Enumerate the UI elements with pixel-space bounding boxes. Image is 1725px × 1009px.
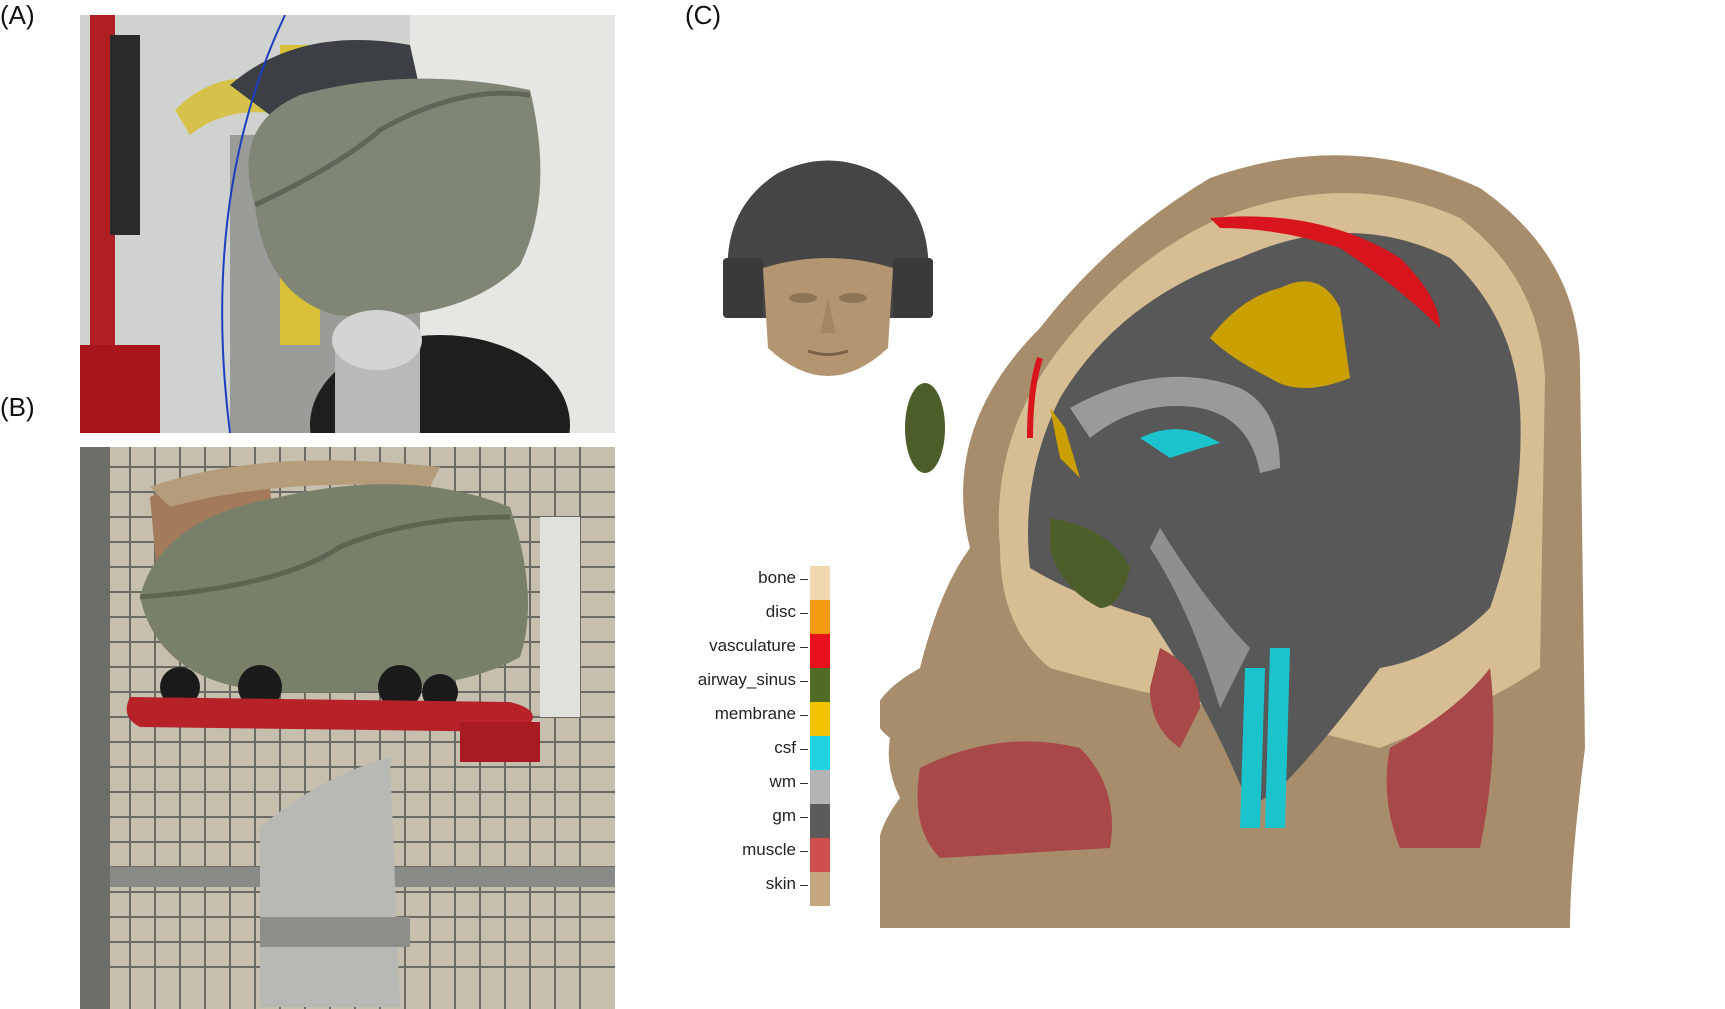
legend-swatch xyxy=(810,634,830,668)
legend-swatch xyxy=(810,702,830,736)
legend-swatch xyxy=(810,872,830,906)
panel-label-a: (A) xyxy=(0,0,35,30)
legend-tick xyxy=(800,817,808,818)
legend-label: airway_sinus xyxy=(697,670,796,689)
panel-label-c: (C) xyxy=(685,0,722,30)
legend-swatch xyxy=(810,804,830,838)
legend-tick xyxy=(800,851,808,852)
legend-tick xyxy=(800,715,808,716)
legend-tick xyxy=(800,613,808,614)
legend-item: muscle xyxy=(690,838,830,872)
legend-tick xyxy=(800,681,808,682)
helmet-head-model xyxy=(718,148,938,383)
legend-item: wm xyxy=(690,770,830,804)
helmet-drop-test-photo xyxy=(80,15,615,433)
legend-swatch xyxy=(810,838,830,872)
legend-swatch xyxy=(810,736,830,770)
legend-label: disc xyxy=(765,602,796,621)
panel-label-b: (B) xyxy=(0,392,35,422)
legend-tick xyxy=(800,783,808,784)
legend-swatch xyxy=(810,566,830,600)
legend-item: csf xyxy=(690,736,830,770)
legend-label: csf xyxy=(774,738,796,757)
legend-swatch xyxy=(810,600,830,634)
legend-label: vasculature xyxy=(709,636,796,655)
legend-tick xyxy=(800,749,808,750)
legend-label: gm xyxy=(772,806,796,825)
helmet-headform-photo xyxy=(80,447,615,1009)
legend-item: gm xyxy=(690,804,830,838)
legend-tick xyxy=(800,647,808,648)
legend-item: bone xyxy=(690,566,830,600)
legend-label: muscle xyxy=(742,840,796,859)
legend-label: skin xyxy=(765,874,796,893)
legend-tick xyxy=(800,579,808,580)
legend-item: vasculature xyxy=(690,634,830,668)
legend-tick xyxy=(800,885,808,886)
legend-item: membrane xyxy=(690,702,830,736)
sagittal-head-segmentation xyxy=(875,148,1700,943)
legend-swatch xyxy=(810,668,830,702)
legend-item: airway_sinus xyxy=(690,668,830,702)
legend-label: bone xyxy=(758,568,796,587)
legend-swatch xyxy=(810,770,830,804)
tissue-legend: bone disc vasculature airway_sinus membrane c… xyxy=(690,566,830,906)
legend-item: skin xyxy=(690,872,830,906)
legend-label: wm xyxy=(769,772,796,791)
legend-item: disc xyxy=(690,600,830,634)
legend-label: membrane xyxy=(714,704,796,723)
